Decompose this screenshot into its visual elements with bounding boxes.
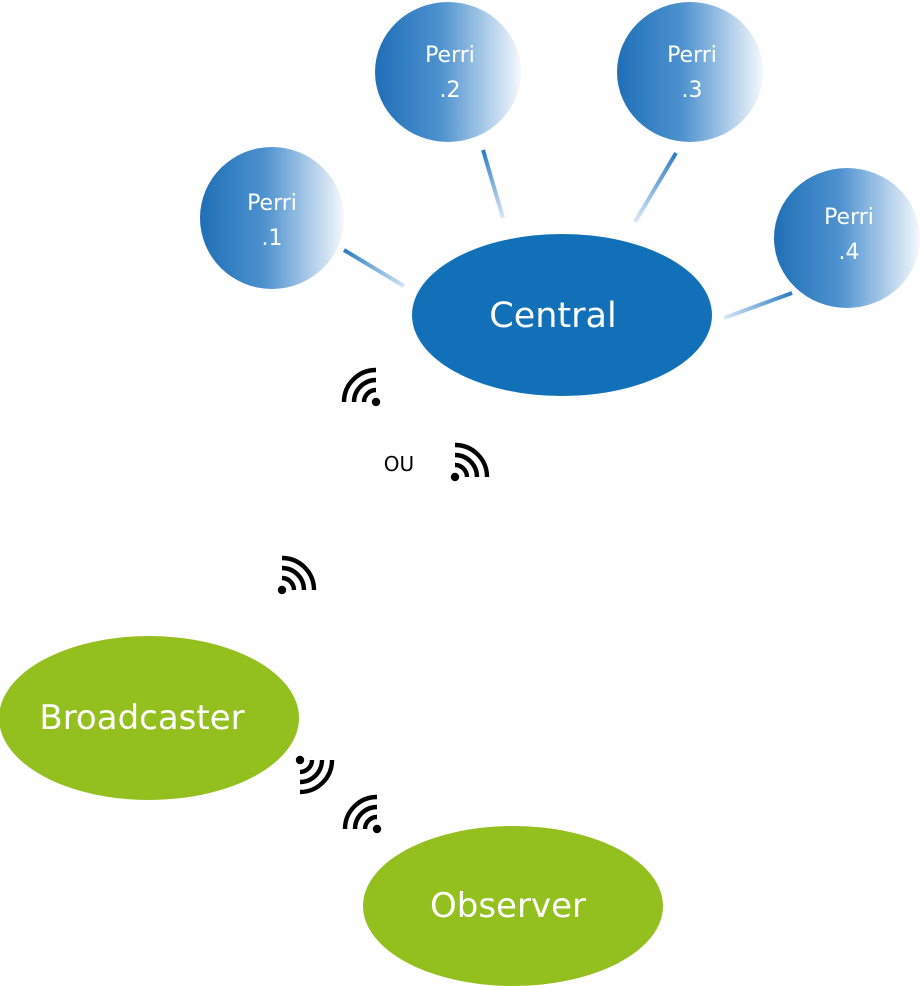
wifi-signal-icon — [278, 558, 314, 594]
peripheral-label-line2: .2 — [440, 78, 461, 103]
broadcaster-node: Broadcaster — [0, 636, 299, 800]
peripheral-node-3: Perri .3 — [617, 2, 763, 142]
wifi-signal-icon — [345, 797, 381, 833]
connector-perri-3 — [633, 151, 678, 224]
connectors — [342, 149, 793, 320]
observer-node: Observer — [363, 826, 663, 986]
wifi-signal-icon — [344, 370, 380, 406]
peripheral-label-line1: Perri — [824, 205, 874, 230]
broadcaster-label: Broadcaster — [39, 698, 244, 738]
connector-perri-1 — [342, 248, 406, 288]
or-label: OU — [384, 452, 414, 476]
wifi-signal-icon — [296, 756, 332, 792]
peripheral-label-line2: .3 — [682, 78, 703, 103]
wifi-signal-icon — [451, 445, 487, 481]
peripheral-node-4: Perri .4 — [774, 168, 920, 308]
peripheral-label-line2: .4 — [839, 240, 860, 265]
central-label: Central — [489, 296, 616, 336]
connector-perri-2 — [481, 149, 505, 219]
peripheral-node-1: Perri .1 — [200, 147, 344, 289]
peripheral-label-line1: Perri — [247, 191, 297, 216]
observer-label: Observer — [430, 886, 586, 926]
peripheral-label-line2: .1 — [262, 226, 283, 251]
connector-perri-4 — [723, 291, 793, 320]
peripheral-node-2: Perri .2 — [375, 2, 521, 142]
peripheral-label-line1: Perri — [425, 43, 475, 68]
central-node: Central — [412, 234, 712, 396]
peripheral-label-line1: Perri — [667, 43, 717, 68]
